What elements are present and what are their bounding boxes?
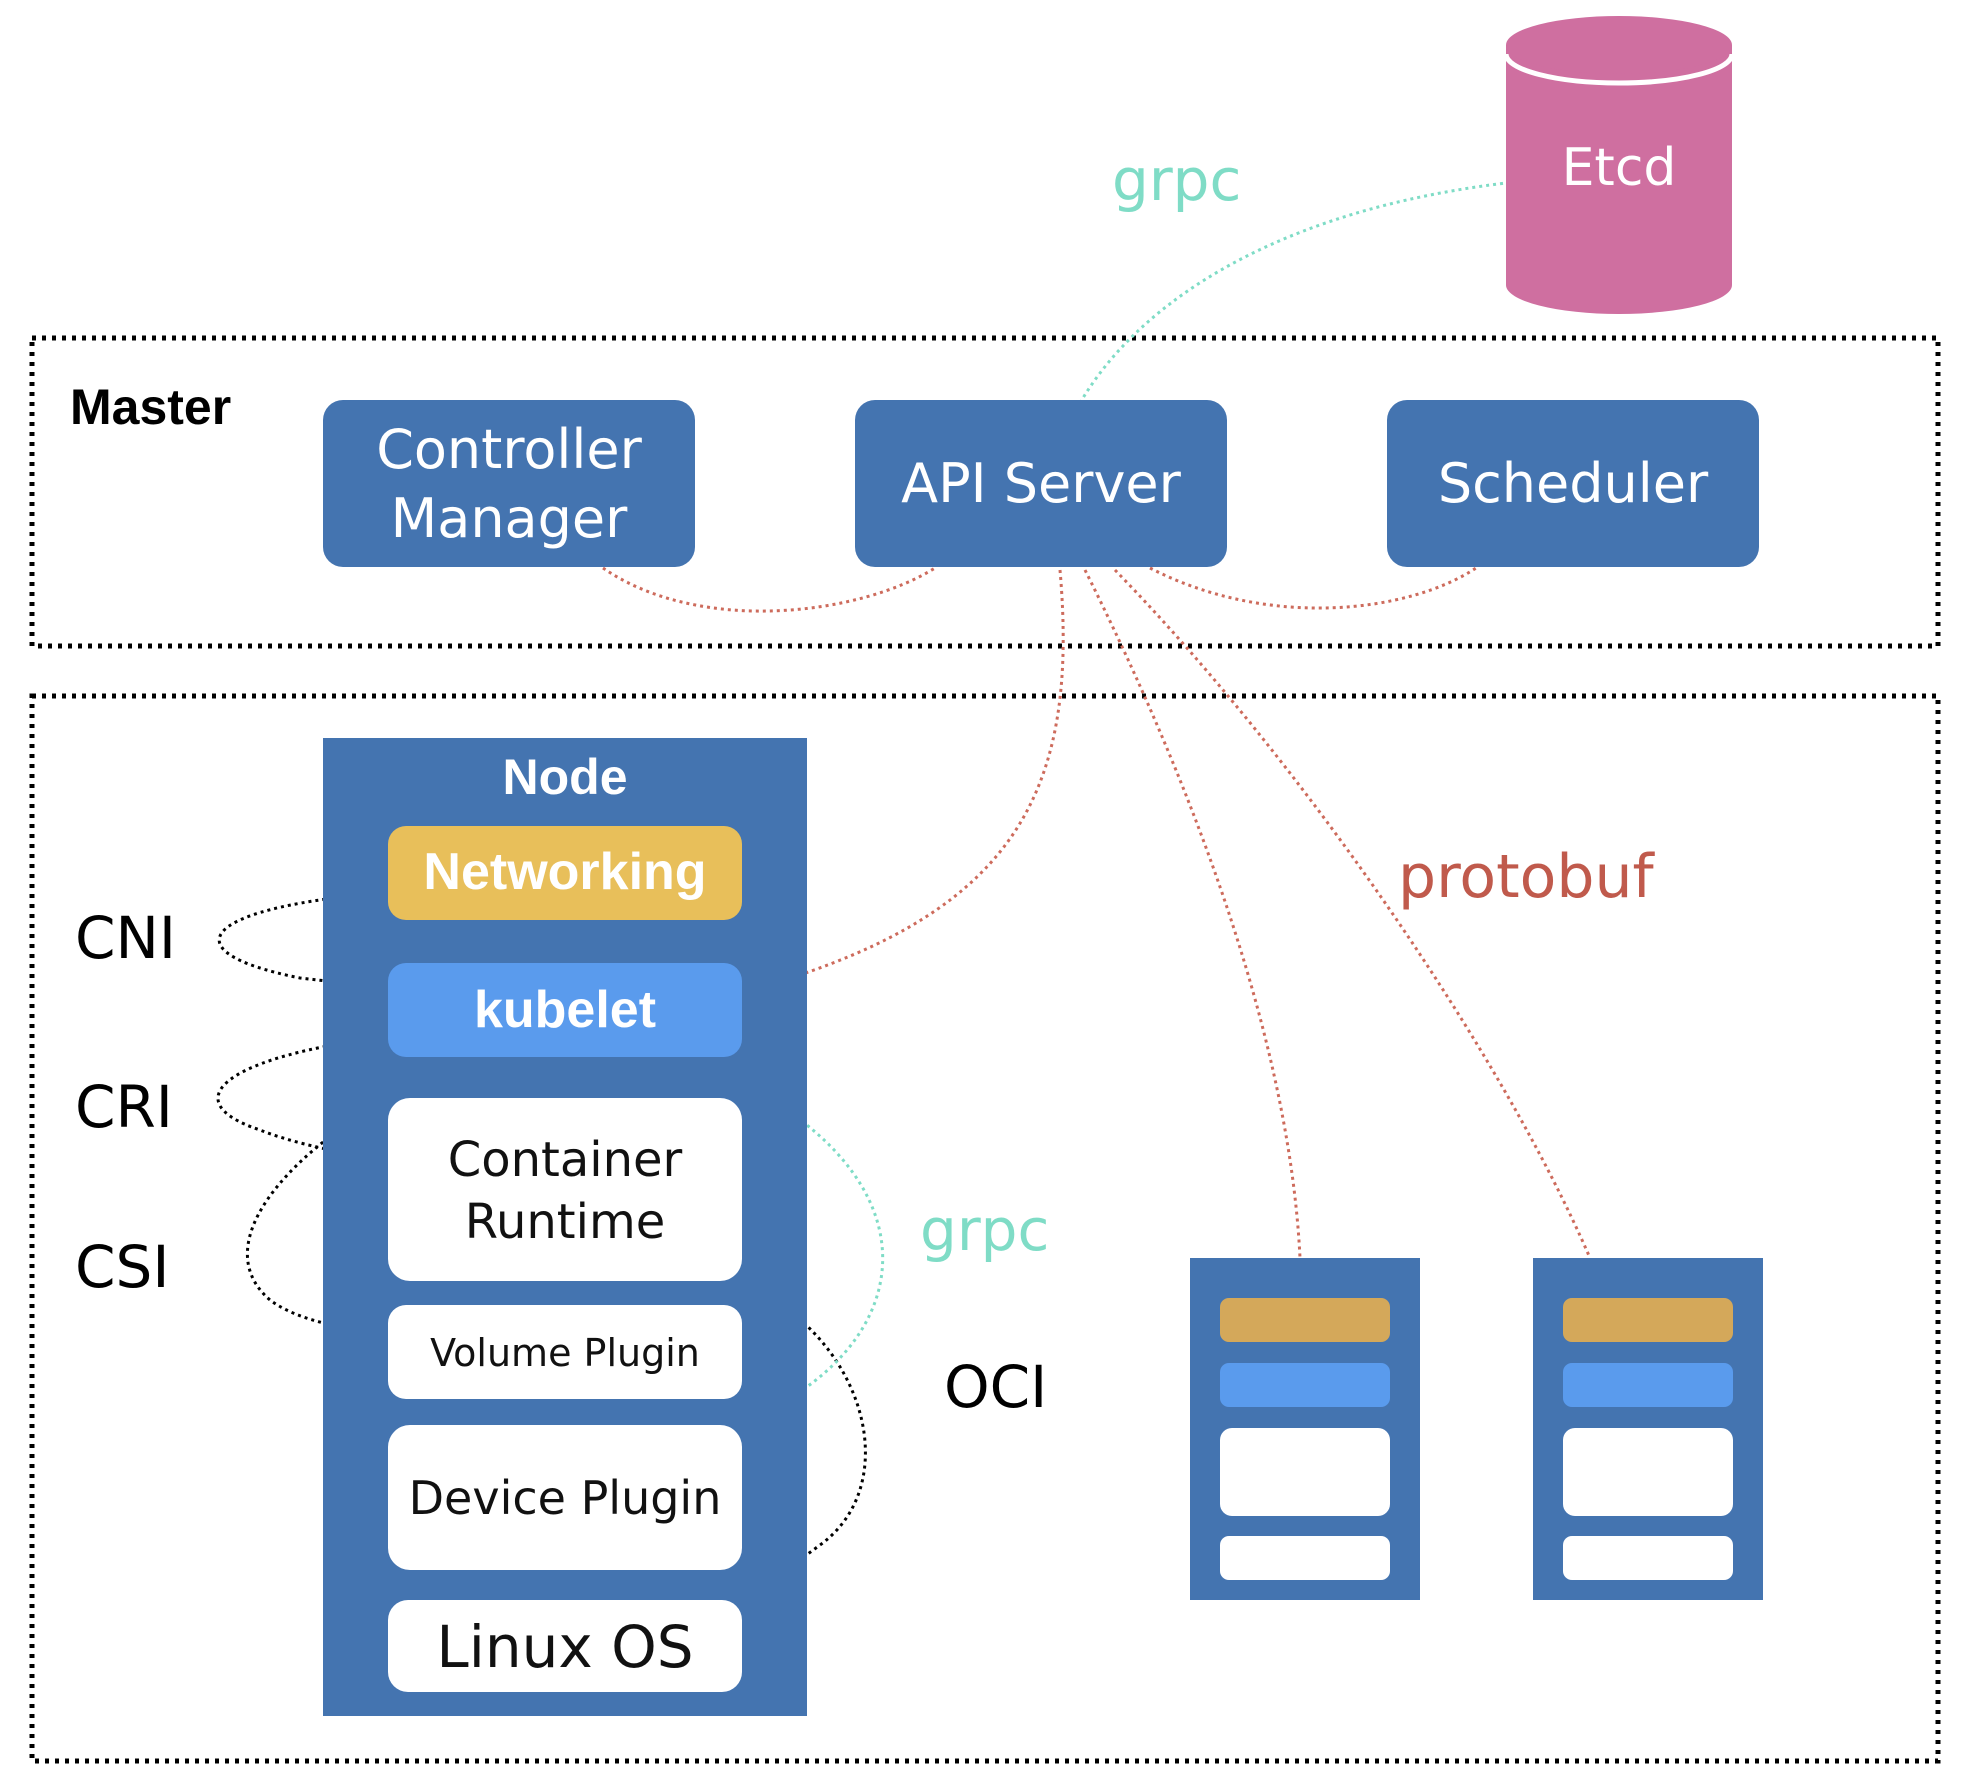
- grpc-etcd-label: grpc: [1112, 146, 1241, 214]
- cri-label: CRI: [75, 1073, 173, 1141]
- oci-label: OCI: [944, 1353, 1047, 1421]
- apiserver-node2-link: [1083, 569, 1302, 1259]
- master-boundary: [29, 335, 1941, 649]
- apiserver-scheduler-link: [1149, 566, 1477, 610]
- grpc-apiserver-etcd-link: [1078, 181, 1507, 404]
- mini-node-2-runtime: [1220, 1428, 1390, 1516]
- controller-apiserver-link: [602, 566, 936, 613]
- scheduler: Scheduler: [1387, 400, 1759, 567]
- node-title: Node: [503, 749, 628, 805]
- device-plugin-label: Device Plugin: [409, 1471, 722, 1525]
- api-server: API Server: [855, 400, 1227, 567]
- mini-node-3-networking: [1563, 1298, 1733, 1342]
- protobuf-label: protobuf: [1398, 842, 1655, 912]
- node-column: Node Networking kubelet Container Runtim…: [323, 738, 807, 1716]
- node-cluster-boundary: [29, 693, 1941, 1764]
- controller-manager: Controller Manager: [323, 400, 695, 567]
- mini-node-2-networking: [1220, 1298, 1390, 1342]
- linux-os-label: Linux OS: [436, 1613, 693, 1681]
- volume-plugin-box: [388, 1305, 742, 1399]
- controller-manager-label-line1: Controller: [376, 418, 642, 481]
- mini-node-3-plugin: [1563, 1536, 1733, 1580]
- mini-node-3: [1533, 1258, 1763, 1600]
- cni-label: CNI: [75, 904, 176, 972]
- mini-node-3-runtime: [1563, 1428, 1733, 1516]
- container-runtime-label-line1: Container: [448, 1132, 683, 1188]
- apiserver-node3-link: [1113, 568, 1592, 1259]
- apiserver-kubelet-link: [739, 569, 1065, 995]
- mini-node-3-kubelet: [1563, 1363, 1733, 1407]
- kubelet-box: [388, 963, 742, 1057]
- mini-node-2-plugin: [1220, 1536, 1390, 1580]
- csi-label: CSI: [75, 1233, 169, 1301]
- etcd-label: Etcd: [1562, 138, 1677, 198]
- kubelet-label: kubelet: [474, 981, 656, 1039]
- networking-box: [388, 826, 742, 920]
- scheduler-label: Scheduler: [1438, 452, 1709, 515]
- api-server-label: API Server: [901, 452, 1181, 515]
- container-runtime-box: [388, 1098, 742, 1281]
- mini-node-2-kubelet: [1220, 1363, 1390, 1407]
- container-runtime-label-line2: Runtime: [465, 1194, 665, 1250]
- volume-plugin-label: Volume Plugin: [430, 1331, 700, 1375]
- mini-node-2: [1190, 1258, 1420, 1600]
- controller-manager-label-line2: Manager: [391, 487, 628, 550]
- master-label: Master: [70, 379, 231, 435]
- linux-os-box: [388, 1600, 742, 1692]
- etcd-database: Etcd: [1503, 16, 1735, 314]
- grpc-node-label: grpc: [920, 1196, 1049, 1264]
- networking-label: Networking: [423, 843, 706, 901]
- device-plugin-box: [388, 1425, 742, 1570]
- cni-loop: [217, 891, 389, 990]
